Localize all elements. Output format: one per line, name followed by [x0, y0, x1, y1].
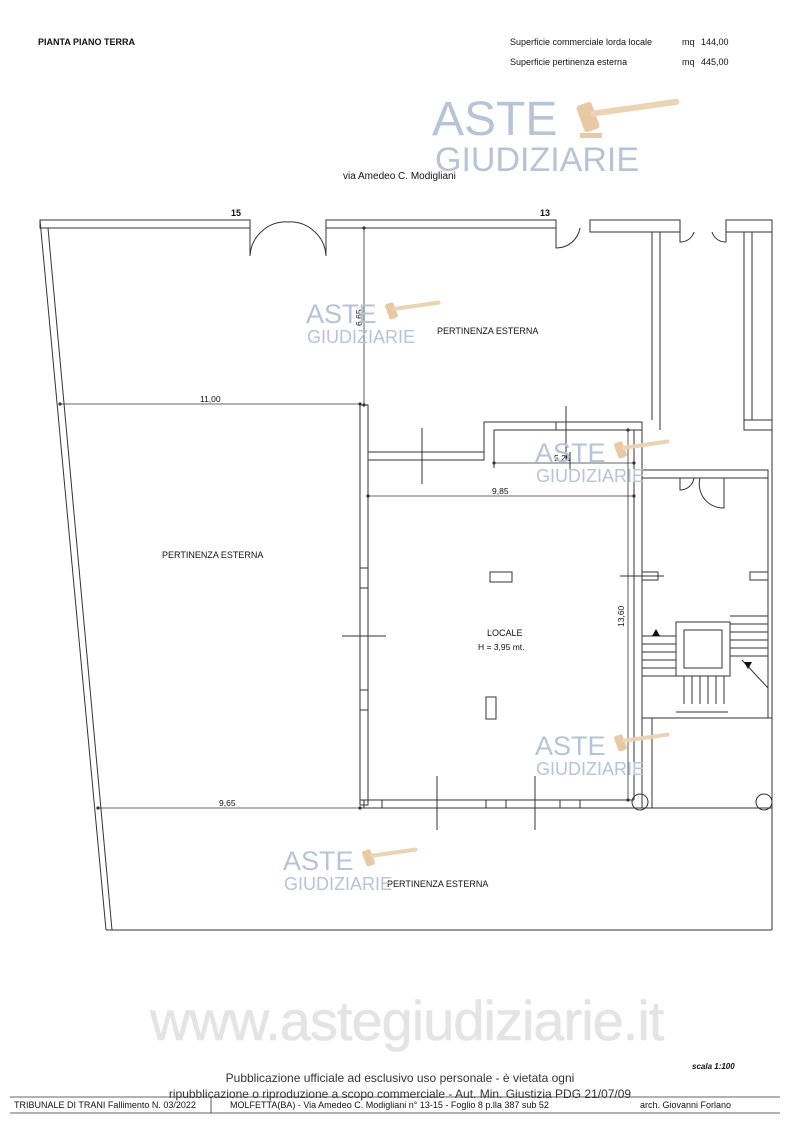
- pillar-right-top: [743, 419, 773, 431]
- column-circle: [755, 793, 773, 811]
- arrow-down-icon: [744, 662, 752, 669]
- left-boundary: [39, 219, 107, 931]
- room-label-pertinenza-left: PERTINENZA ESTERNA: [162, 550, 263, 560]
- door-top-right-1: [679, 231, 695, 243]
- locale-top-wall-right: [555, 421, 643, 431]
- front-wall-right: [589, 219, 681, 233]
- aste-logo-watermark-top: ASTE GIUDIZIARIE: [432, 93, 680, 179]
- dim-label-525: 5,25: [554, 453, 571, 463]
- dim-label-1360: 13,60: [616, 605, 626, 627]
- room-label-pertinenza-top: PERTINENZA ESTERNA: [437, 326, 538, 336]
- locale-top-wall: [367, 420, 557, 468]
- service-area: [641, 469, 769, 719]
- scale-label: scala 1:100: [692, 1062, 735, 1071]
- watermark-4-line2: GIUDIZIARIE: [284, 874, 392, 894]
- court-info: TRIBUNALE DI TRANI Fallimento N. 03/2022: [14, 1100, 196, 1110]
- stair-arrows: [652, 629, 752, 669]
- dim-label-665: 6,65: [354, 309, 364, 326]
- room-label-locale: LOCALE: [487, 628, 523, 638]
- room-label-pertinenza-bottom: PERTINENZA ESTERNA: [387, 879, 488, 889]
- left-boundary-inner: [47, 227, 113, 931]
- door-top-right-2: [711, 231, 727, 243]
- door-13-leaf: [555, 227, 581, 249]
- publication-notice-line1: Pubblicazione ufficiale ad esclusivo uso…: [225, 1071, 575, 1085]
- aste-logo-watermark-4: ASTE GIUDIZIARIE: [283, 846, 418, 894]
- locale-fixture-1: [489, 571, 513, 583]
- stair-treads: [642, 615, 769, 713]
- dim-label-965: 9,65: [219, 798, 236, 808]
- window-bottom-3: [559, 799, 581, 809]
- dimension-ticks: [58, 226, 636, 810]
- watermark-3-line1: ASTE: [535, 731, 606, 761]
- watermark-4-line1: ASTE: [283, 846, 354, 876]
- civic-number-13: 13: [540, 208, 550, 218]
- room-label-locale-height: H = 3,95 mt.: [478, 642, 525, 652]
- stair-core-inner: [683, 629, 723, 669]
- drawing-title: PIANTA PIANO TERRA: [38, 37, 136, 47]
- stair-core: [675, 621, 731, 677]
- surface-locale-value: 144,00: [701, 37, 729, 47]
- window-bottom-2: [485, 799, 507, 809]
- dim-label-1100: 11,00: [200, 394, 221, 404]
- watermark-2-line1: ASTE: [535, 438, 606, 468]
- gavel-icon: [576, 98, 680, 138]
- window-bottom-1: [363, 799, 383, 809]
- watermark-1-line2: GIUDIZIARIE: [307, 327, 415, 347]
- street-name: via Amedeo C. Modigliani: [343, 171, 456, 182]
- civic-number-15: 15: [231, 208, 241, 218]
- publication-notice-line2: ripubblicazione o riproduzione a scopo c…: [168, 1087, 632, 1101]
- locale-fixture-2: [485, 696, 497, 720]
- aste-logo-watermark-2: ASTE GIUDIZIARIE: [535, 438, 670, 486]
- window-left-1: [359, 567, 369, 589]
- watermark-2-line2: GIUDIZIARIE: [536, 466, 644, 486]
- watermark-1-line1: ASTE: [306, 299, 377, 329]
- arrow-up-icon: [652, 629, 660, 636]
- watermark-3-line2: GIUDIZIARIE: [536, 759, 644, 779]
- surface-pertinenza-value: 445,00: [701, 57, 729, 67]
- surface-pertinenza-label: Superficie pertinenza esterna: [510, 57, 628, 67]
- service-pillar-2: [749, 571, 769, 581]
- aste-logo-line1: ASTE: [432, 93, 557, 146]
- site-watermark: www.astegiudiziarie.it: [150, 989, 664, 1052]
- column-circle-2: [631, 793, 649, 811]
- door-15-right-leaf: [287, 221, 327, 257]
- aste-logo-line2: GIUDIZIARIE: [435, 141, 639, 179]
- architect-name: arch. Giovanni Forlano: [640, 1100, 732, 1110]
- surface-locale-unit: mq: [682, 37, 695, 47]
- service-door-1: [679, 477, 695, 491]
- property-address: MOLFETTA(BA) - Via Amedeo C. Modigliani …: [230, 1100, 549, 1110]
- dim-label-985: 9,85: [492, 486, 509, 496]
- surface-locale-label: Superficie commerciale lorda locale: [510, 37, 653, 47]
- service-door-2: [698, 477, 725, 509]
- door-15-left-leaf: [249, 221, 289, 257]
- aste-logo-watermark-1: ASTE GIUDIZIARIE: [306, 299, 441, 347]
- window-left-2: [359, 689, 369, 711]
- aste-logo-watermark-3: ASTE GIUDIZIARIE: [535, 731, 670, 779]
- front-wall-mid: [325, 219, 557, 229]
- surface-pertinenza-unit: mq: [682, 57, 695, 67]
- front-wall-far-right: [725, 219, 773, 233]
